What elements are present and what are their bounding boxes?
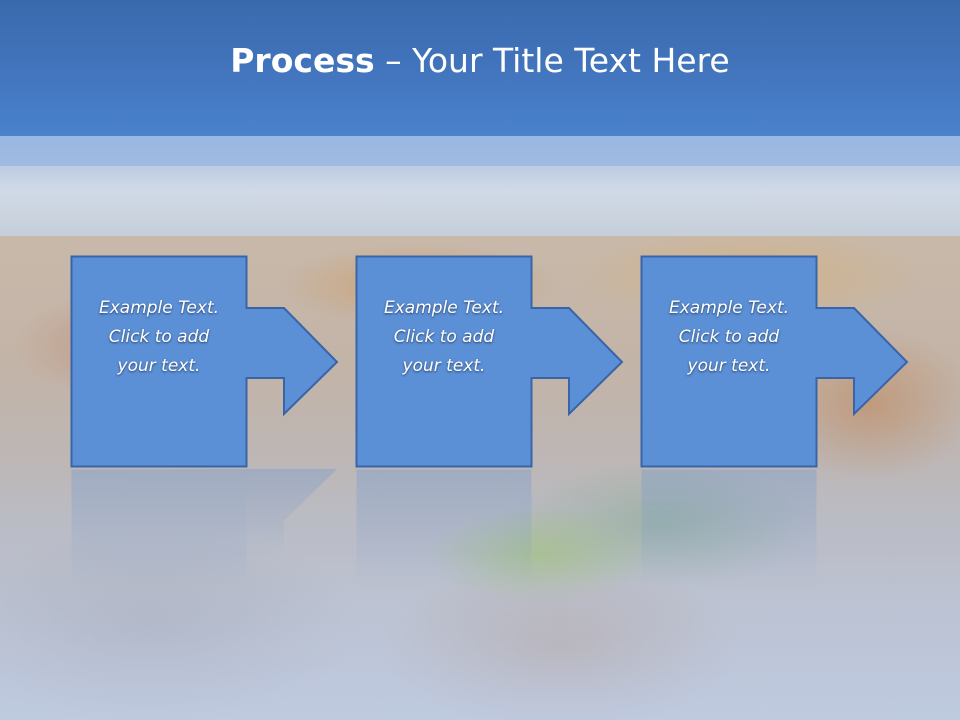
step-2-line3: your text. <box>402 356 486 376</box>
step-1-arrow-box <box>70 255 339 468</box>
step-1-line3: your text. <box>117 356 201 376</box>
title-bold: Process <box>230 40 375 80</box>
step-2-line1: Example Text. <box>383 298 505 318</box>
step-3-line3: your text. <box>687 356 771 376</box>
step-2-shape <box>355 255 624 468</box>
step-1-line1: Example Text. <box>98 298 220 318</box>
process-step-1[interactable]: Example Text. Click to add your text. <box>70 255 339 468</box>
title-banner: Process – Your Title Text Here <box>0 0 960 136</box>
step-3-arrow-box <box>640 255 909 468</box>
step-1-shape <box>70 255 339 468</box>
step-1-line2: Click to add <box>108 327 210 347</box>
step-2-line2: Click to add <box>393 327 495 347</box>
step-3-line2: Click to add <box>678 327 780 347</box>
slide-title[interactable]: Process – Your Title Text Here <box>230 41 729 80</box>
step-3-text[interactable]: Example Text. Click to add your text. <box>641 232 817 443</box>
process-step-3[interactable]: Example Text. Click to add your text. <box>640 255 909 468</box>
step-2-text[interactable]: Example Text. Click to add your text. <box>356 232 532 443</box>
title-rest: – Your Title Text Here <box>374 40 730 80</box>
step-3-shape <box>640 255 909 468</box>
step-1-text[interactable]: Example Text. Click to add your text. <box>71 232 247 443</box>
process-step-2[interactable]: Example Text. Click to add your text. <box>355 255 624 468</box>
step-3-line1: Example Text. <box>668 298 790 318</box>
step-2-arrow-box <box>355 255 624 468</box>
